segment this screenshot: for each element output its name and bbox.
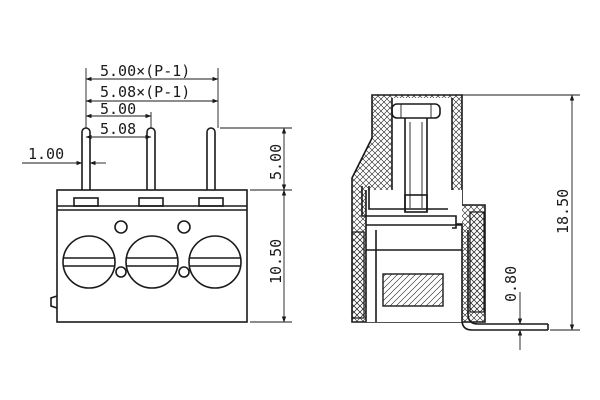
dim-total-height: 18.50 bbox=[554, 189, 572, 234]
screw-head bbox=[125, 235, 179, 289]
dim-pin-length: 5.00 bbox=[267, 144, 285, 180]
small-hole bbox=[114, 220, 128, 234]
dim-pitch-508: 5.08 bbox=[100, 120, 136, 138]
dim-pitch-500: 5.00 bbox=[100, 100, 136, 118]
dim-pitch-formula-500: 5.00×(P-1) bbox=[100, 62, 190, 80]
pin bbox=[206, 127, 216, 196]
housing-front bbox=[56, 189, 248, 323]
screw-head bbox=[188, 235, 242, 289]
small-hole bbox=[115, 266, 127, 278]
side-dimensions bbox=[462, 94, 580, 350]
front-view bbox=[50, 127, 248, 323]
side-view bbox=[351, 94, 549, 331]
small-hole bbox=[177, 220, 191, 234]
dim-contact-thickness: 0.80 bbox=[502, 266, 520, 302]
dim-pitch-formula-508: 5.08×(P-1) bbox=[100, 83, 190, 101]
screw bbox=[391, 103, 441, 213]
dim-body-height: 10.50 bbox=[267, 239, 285, 284]
pin bbox=[81, 127, 91, 196]
pin bbox=[146, 127, 156, 196]
dim-pin-width: 1.00 bbox=[28, 145, 64, 163]
insert-block bbox=[382, 273, 444, 307]
front-dimensions bbox=[22, 68, 292, 323]
small-hole bbox=[178, 266, 190, 278]
screw-head bbox=[62, 235, 116, 289]
